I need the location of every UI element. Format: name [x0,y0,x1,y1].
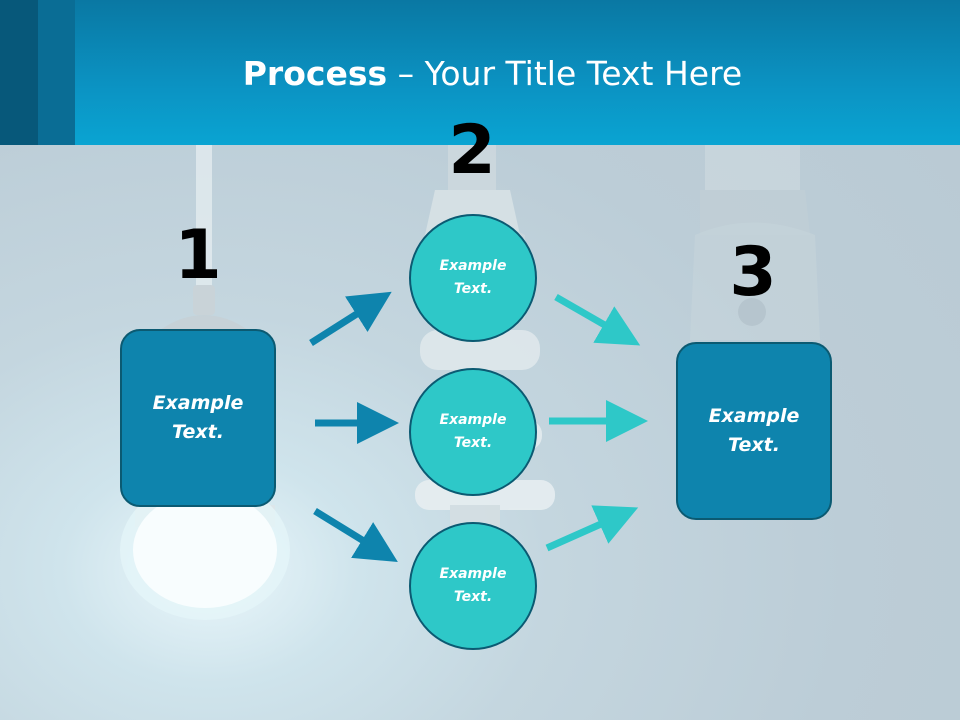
circle-1-text: Example Text. [439,258,507,297]
circle-2-text: Example Text. [439,412,507,451]
title-bar: Process – Your Title Text Here [0,0,960,145]
slide-title[interactable]: Process – Your Title Text Here [0,52,960,96]
step-number-3: 3 [729,233,777,312]
header-accent-mid [38,0,75,145]
circle-3-text: Example Text. [439,566,507,605]
step-1-text: Example Text. [152,392,244,443]
step-3-box[interactable]: Example Text. [676,342,832,520]
title-rest: – Your Title Text Here [387,54,743,93]
right-bulb-graphic [690,145,820,340]
step-number-1: 1 [174,216,222,295]
arrow-box1-to-circle1 [309,291,392,346]
step-2-circle-1[interactable]: Example Text. [409,214,537,342]
step-2-circle-2[interactable]: Example Text. [409,368,537,496]
arrow-circle3-to-box3 [545,505,639,552]
arrow-circle1-to-box3 [554,293,641,346]
title-bold: Process [242,54,388,93]
step-number-2: 2 [448,111,496,190]
step-3-text: Example Text. [708,405,800,456]
header-accent-dark [0,0,38,145]
step-2-circle-3[interactable]: Example Text. [409,522,537,650]
arrow-box1-to-circle3 [313,508,398,563]
step-1-box[interactable]: Example Text. [120,329,276,507]
